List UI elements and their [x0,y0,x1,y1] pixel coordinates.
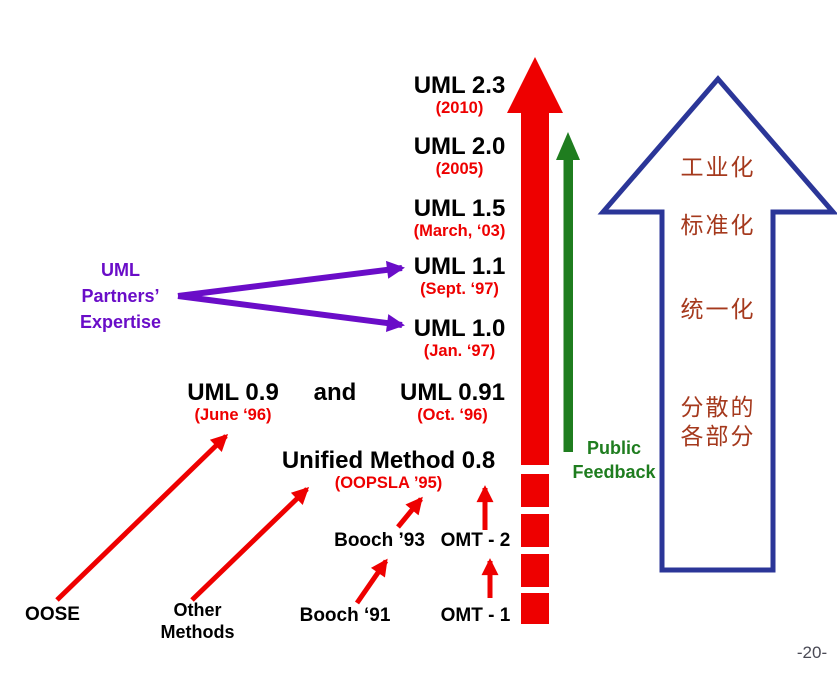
scattered-line1: 分散的 [680,395,756,420]
version-uml11: UML 1.1 (Sept. ‘97) [377,253,542,299]
version-unified-method: Unified Method 0.8 (OOPSLA ’95) [256,447,521,493]
version-date: (OOPSLA ’95) [334,474,443,492]
timeline-red-arrow-dash [521,514,549,547]
version-name: UML 0.91 [400,379,505,406]
method-omt2: OMT - 2 [440,530,511,551]
timeline-red-arrow-dash [521,554,549,587]
partners-arrow-to-uml11 [177,260,405,299]
version-date: (Jan. ‘97) [423,342,496,360]
version-date: (2005) [435,160,484,178]
label-scattered-parts: 分散的 各部分 [657,393,779,451]
partners-line1: UML [101,260,140,280]
method-other-line2: Methods [160,622,235,642]
feedback-line2: Feedback [572,462,656,482]
uml-partners-expertise-label: UML Partners’ Expertise [53,257,188,335]
version-name: UML 0.9 [187,379,279,406]
label-industrialization: 工业化 [680,155,756,180]
version-uml09: UML 0.9 (June ‘96) [158,379,308,425]
arrow-oose-to-uml09 [55,434,229,602]
version-date: (2010) [435,99,484,117]
feedback-green-arrow-shaft [563,158,573,452]
partners-arrow-to-uml10 [177,293,405,332]
feedback-line1: Public [586,438,641,458]
method-booch93: Booch ’93 [334,530,425,551]
version-date: (March, ‘03) [413,222,506,240]
version-name: Unified Method 0.8 [281,447,496,474]
version-date: (Oct. ‘96) [417,406,488,424]
version-name: UML 2.0 [413,133,506,160]
and-label: and [313,379,357,406]
public-feedback-label: Public Feedback [558,436,670,484]
method-other-line1: Other [173,600,222,620]
version-name: UML 2.3 [413,72,506,99]
timeline-red-arrow-head [507,57,563,113]
version-date: (June ‘96) [194,406,272,424]
method-oose: OOSE [25,604,80,625]
version-uml091: UML 0.91 (Oct. ‘96) [375,379,530,425]
feedback-green-arrow-head [556,132,580,160]
version-uml15: UML 1.5 (March, ‘03) [377,195,542,241]
method-omt1: OMT - 1 [440,605,511,626]
version-uml10: UML 1.0 (Jan. ‘97) [377,315,542,361]
version-name: UML 1.0 [413,315,506,342]
page-number: -20- [796,643,828,662]
arrow-booch93-to-unified [396,496,423,529]
evolution-blue-arrow [597,75,837,573]
version-name: UML 1.5 [413,195,506,222]
timeline-red-arrow-shaft [521,111,549,465]
partners-line2: Partners’ [81,286,160,306]
label-unification: 统一化 [680,297,756,322]
arrow-booch91-to-booch93 [354,558,389,605]
timeline-red-arrow-dash [521,593,549,624]
timeline-red-arrow-dash [521,474,549,507]
version-date: (Sept. ‘97) [420,280,499,298]
partners-line3: Expertise [79,312,162,332]
version-name: UML 1.1 [413,253,506,280]
version-uml20: UML 2.0 (2005) [377,133,542,179]
arrow-othermethods-to-unified [190,487,310,602]
version-uml23: UML 2.3 (2010) [377,72,542,118]
scattered-line2: 各部分 [680,424,756,449]
method-other-methods: Other Methods [145,599,250,643]
label-standardization: 标准化 [680,213,756,238]
method-booch91: Booch ‘91 [299,605,391,626]
